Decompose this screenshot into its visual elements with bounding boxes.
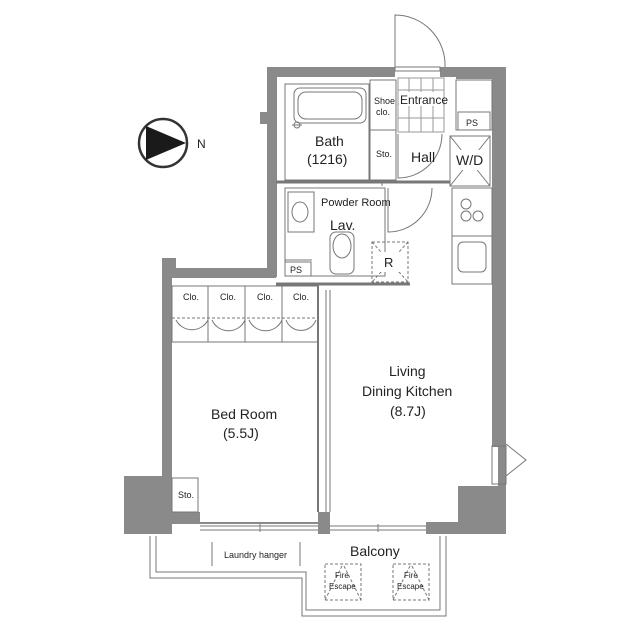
closet-label-4: Clo.	[293, 292, 309, 302]
entrance-door	[394, 14, 446, 72]
powder-room-label: Powder Room	[321, 197, 391, 209]
bedroom-label: Bed Room	[211, 406, 277, 422]
outer-walls	[124, 67, 506, 534]
closet-label-2: Clo.	[220, 292, 236, 302]
bedroom-size: (5.5J)	[223, 425, 259, 441]
ldk-label-1: Living	[389, 363, 426, 379]
entrance-area: Shoe clo. Sto. Entrance Hall	[369, 77, 448, 181]
closet-label-3: Clo.	[257, 292, 273, 302]
laundry-hanger-label: Laundry hanger	[224, 550, 287, 560]
entrance-label: Entrance	[400, 93, 448, 107]
bath-room: Bath (1216)	[284, 83, 370, 181]
powder-room: Powder Room Lav. PS	[284, 187, 433, 277]
refrigerator-label: R	[384, 255, 393, 270]
closet-label-1: Clo.	[183, 292, 199, 302]
fire-escape-1: Fire Escape	[324, 563, 362, 601]
hall-storage-label: Sto.	[376, 149, 392, 159]
closets: Clo. Clo. Clo. Clo.	[171, 285, 319, 343]
north-label: N	[197, 137, 206, 151]
lavatory-label: Lav.	[330, 217, 355, 233]
fire-escape-1-line2: Escape	[329, 582, 356, 591]
balcony-windows	[200, 524, 426, 532]
ldk-size: (8.7J)	[390, 403, 426, 419]
ldk-label-2: Dining Kitchen	[362, 383, 452, 399]
washer-dryer-label: W/D	[456, 152, 483, 168]
refrigerator: R	[371, 241, 409, 283]
bedroom-storage-label: Sto.	[178, 490, 194, 500]
shoe-closet-label: Shoe	[374, 96, 395, 106]
hall-label: Hall	[411, 149, 435, 165]
fire-escape-2: Fire Escape	[392, 563, 430, 601]
ps-top-label: PS	[466, 118, 478, 128]
compass: N	[137, 117, 206, 169]
bedroom: Bed Room (5.5J) Sto.	[171, 406, 277, 513]
balcony: Laundry hanger Balcony Fire Escape Fire …	[149, 536, 447, 617]
fire-escape-2-line1: Fire	[404, 571, 418, 580]
ps-mid-label: PS	[290, 265, 302, 275]
bath-size: (1216)	[307, 151, 347, 167]
kitchen-counter	[451, 187, 493, 285]
fire-escape-1-line1: Fire	[335, 571, 349, 580]
fire-escape-2-line2: Escape	[397, 582, 424, 591]
utility-area: PS W/D	[449, 79, 493, 187]
balcony-label: Balcony	[350, 543, 400, 559]
living-dining-kitchen: Living Dining Kitchen (8.7J)	[362, 363, 527, 485]
shoe-closet-label-2: clo.	[376, 107, 390, 117]
bath-label: Bath	[315, 133, 344, 149]
